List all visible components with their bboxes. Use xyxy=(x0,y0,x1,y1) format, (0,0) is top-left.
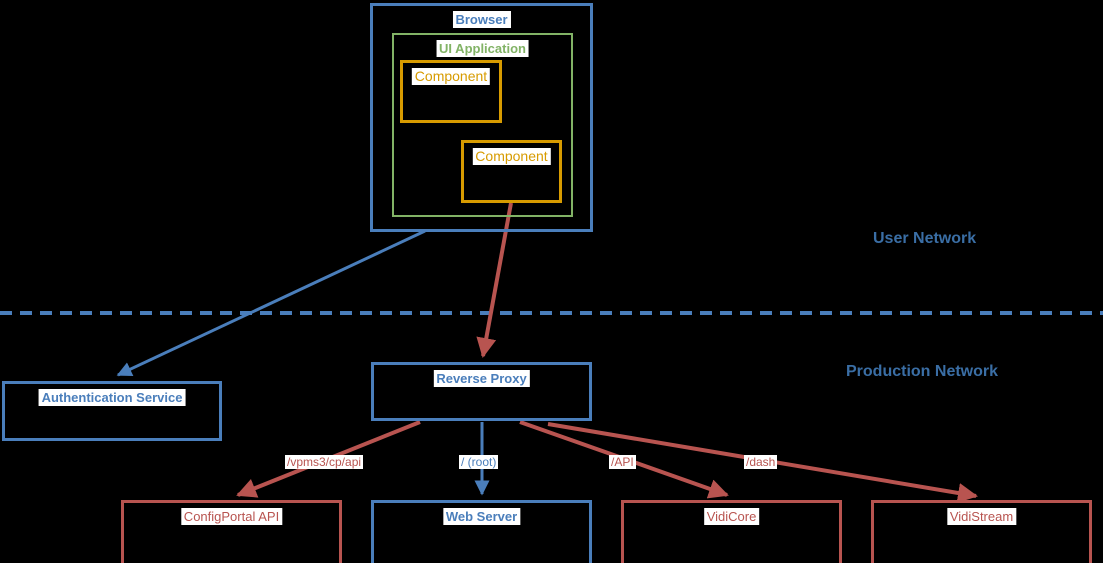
node-component-1[interactable]: Component xyxy=(400,60,502,123)
node-vidistream[interactable]: VidiStream xyxy=(871,500,1092,563)
node-browser[interactable]: Browser xyxy=(370,3,593,232)
node-reverse-proxy[interactable]: Reverse Proxy xyxy=(371,362,592,421)
node-ui-application[interactable]: UI Application xyxy=(392,33,573,217)
node-component-1-label: Component xyxy=(411,68,491,85)
zone-label-production-network: Production Network xyxy=(846,363,999,380)
node-ui-application-label: UI Application xyxy=(436,40,529,57)
edge-browser-to-auth xyxy=(116,229,426,377)
node-vidistream-label: VidiStream xyxy=(946,508,1017,525)
zone-label-user-network: User Network xyxy=(873,230,977,247)
node-web-server-label: Web Server xyxy=(442,508,521,525)
node-component-2[interactable]: Component xyxy=(461,140,562,203)
node-reverse-proxy-label: Reverse Proxy xyxy=(433,370,530,387)
node-browser-label: Browser xyxy=(452,11,511,28)
node-configportal-api[interactable]: ConfigPortal API xyxy=(121,500,342,563)
edge-label-dash: /dash xyxy=(744,455,778,469)
edge-label-api: /API xyxy=(609,455,636,469)
edge-label-root: / (root) xyxy=(459,455,499,469)
node-vidicore-label: VidiCore xyxy=(703,508,760,525)
node-configportal-api-label: ConfigPortal API xyxy=(180,508,283,525)
node-vidicore[interactable]: VidiCore xyxy=(621,500,842,563)
node-component-2-label: Component xyxy=(472,148,551,165)
edge-label-vpms3-cp-api: /vpms3/cp/api xyxy=(285,455,364,469)
node-web-server[interactable]: Web Server xyxy=(371,500,592,563)
node-authentication-service-label: Authentication Service xyxy=(38,389,186,406)
node-authentication-service[interactable]: Authentication Service xyxy=(2,381,222,441)
